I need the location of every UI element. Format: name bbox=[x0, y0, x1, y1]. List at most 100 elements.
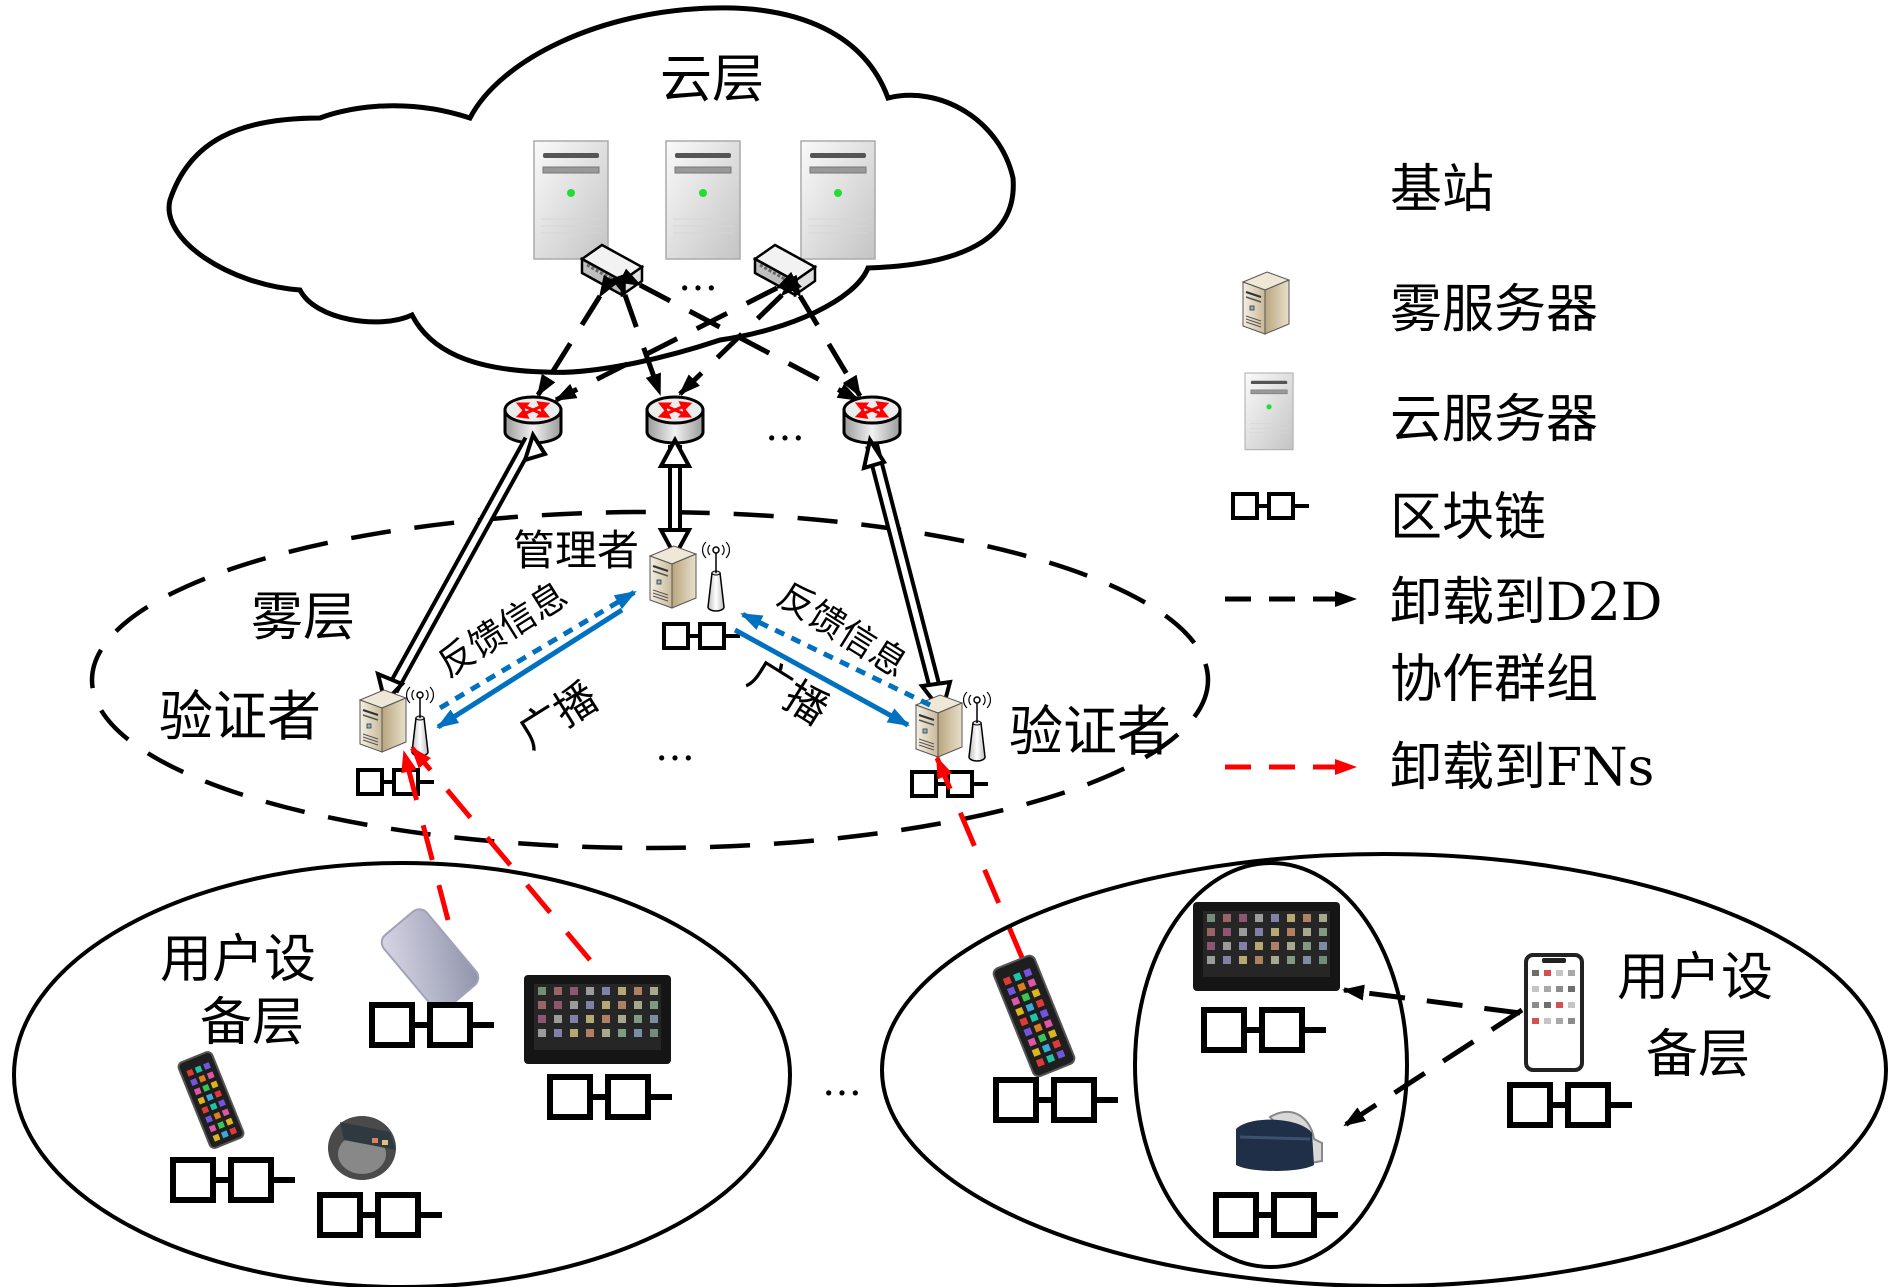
app-icon bbox=[210, 1080, 219, 1089]
app-icon bbox=[220, 1130, 229, 1139]
app-icon bbox=[1568, 1018, 1575, 1024]
app-icon bbox=[198, 1074, 207, 1083]
user-layer-left-outline bbox=[12, 861, 792, 1287]
app-icon bbox=[650, 1001, 658, 1009]
app-icon bbox=[1303, 942, 1311, 950]
app-icon bbox=[1039, 1008, 1049, 1019]
app-icon bbox=[1255, 942, 1263, 950]
blockchain-icon bbox=[173, 1160, 295, 1200]
app-icon bbox=[1556, 1002, 1563, 1008]
verifier-left-label: 验证者 bbox=[159, 685, 321, 748]
app-icon bbox=[618, 1001, 626, 1009]
app-icon bbox=[1223, 956, 1231, 964]
app-icon bbox=[650, 1015, 658, 1023]
app-icon bbox=[1532, 1002, 1539, 1008]
app-icon bbox=[602, 1001, 610, 1009]
app-icon bbox=[1303, 914, 1311, 922]
app-icon bbox=[1239, 928, 1247, 936]
app-icon bbox=[1031, 988, 1041, 998]
app-icon bbox=[570, 1029, 578, 1037]
app-icon bbox=[221, 1108, 230, 1117]
blockchain-icon bbox=[1510, 1085, 1632, 1125]
between-groups-ellipsis: … bbox=[822, 1059, 862, 1105]
vr-headset-device bbox=[1236, 1111, 1323, 1171]
legend-label: 区块链 bbox=[1390, 488, 1546, 548]
app-icon bbox=[1207, 928, 1215, 936]
app-icon bbox=[1271, 928, 1279, 936]
user-layer-left-label-line2: 备层 bbox=[200, 993, 304, 1053]
app-icon bbox=[1544, 970, 1551, 976]
fog-server-icon bbox=[1242, 271, 1290, 335]
app-icon bbox=[186, 1068, 195, 1077]
app-icon bbox=[538, 987, 546, 995]
tablet-device bbox=[1193, 902, 1340, 991]
cloud-server-icon bbox=[1244, 372, 1294, 451]
legend-label: 卸载到D2D bbox=[1390, 573, 1662, 633]
user-layer-right-outline bbox=[880, 852, 1888, 1287]
blockchain-icon bbox=[1231, 492, 1311, 520]
app-icon bbox=[1207, 914, 1215, 922]
app-icon bbox=[1568, 986, 1575, 992]
app-icon bbox=[1239, 956, 1247, 964]
app-icon bbox=[618, 987, 626, 995]
app-icon bbox=[1532, 1018, 1539, 1024]
app-icon bbox=[570, 987, 578, 995]
fog-server-icon bbox=[649, 545, 697, 609]
app-icon bbox=[1287, 956, 1295, 964]
app-icon bbox=[1532, 986, 1539, 992]
app-icon bbox=[1532, 970, 1539, 976]
app-icon bbox=[1271, 956, 1279, 964]
app-icon bbox=[225, 1117, 234, 1126]
app-icon bbox=[602, 1015, 610, 1023]
cloud-server-icon bbox=[800, 140, 876, 260]
broadcast-label-left: 广播 bbox=[509, 672, 606, 758]
router-icon bbox=[842, 395, 902, 445]
app-icon bbox=[1017, 982, 1027, 992]
app-icon bbox=[554, 1001, 562, 1009]
app-icon bbox=[1255, 956, 1263, 964]
router-ellipsis: … bbox=[765, 404, 805, 450]
app-icon bbox=[1271, 942, 1279, 950]
blockchain-icon bbox=[550, 1077, 672, 1117]
app-icon bbox=[1223, 914, 1231, 922]
blockchain-icon bbox=[356, 768, 436, 796]
app-icon bbox=[1568, 1002, 1575, 1008]
app-icon bbox=[1052, 1039, 1062, 1049]
smartphone-device bbox=[992, 954, 1076, 1078]
app-icon bbox=[217, 1121, 226, 1129]
app-icon bbox=[1031, 1047, 1041, 1057]
manager-label: 管理者 bbox=[513, 526, 639, 575]
app-icon bbox=[1556, 1018, 1563, 1024]
app-icon bbox=[634, 1015, 642, 1023]
base-station-icon bbox=[701, 541, 731, 612]
fog-server-icon bbox=[359, 689, 407, 753]
app-icon bbox=[1207, 956, 1215, 964]
app-icon bbox=[1046, 1053, 1056, 1063]
app-icon bbox=[197, 1096, 206, 1105]
app-icon bbox=[1556, 970, 1563, 976]
legend-label: 卸载到FNs bbox=[1390, 738, 1654, 798]
app-icon bbox=[554, 1029, 562, 1037]
app-icon bbox=[213, 1111, 222, 1120]
blockchain-icon bbox=[1216, 1195, 1338, 1235]
fog-ellipsis: … bbox=[655, 724, 695, 770]
app-icon bbox=[203, 1062, 211, 1070]
legend-label: 雾服务器 bbox=[1390, 280, 1598, 340]
offload-to-d2d-arrows bbox=[1342, 984, 1524, 1128]
fog-layer-outline bbox=[89, 509, 1211, 851]
app-icon bbox=[1027, 978, 1037, 988]
broadcast-arrow-left bbox=[436, 607, 624, 730]
app-icon bbox=[1015, 1006, 1025, 1017]
app-icon bbox=[193, 1087, 202, 1096]
app-icon bbox=[1319, 956, 1327, 964]
app-icon bbox=[634, 1029, 642, 1037]
legend-label: 云服务器 bbox=[1390, 390, 1598, 450]
tablet-device bbox=[524, 975, 671, 1064]
app-icon bbox=[602, 987, 610, 995]
tablet-app-grid bbox=[538, 987, 658, 1037]
app-icon bbox=[1319, 942, 1327, 950]
app-icon bbox=[1047, 1029, 1058, 1039]
app-icon bbox=[205, 1093, 214, 1102]
app-icon bbox=[1023, 1027, 1033, 1037]
